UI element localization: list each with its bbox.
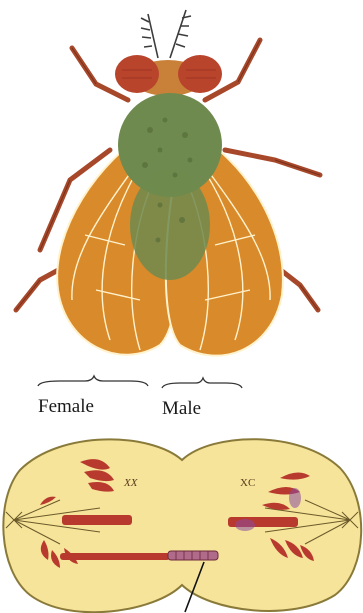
bracket-female [38, 376, 148, 386]
fly-head [115, 55, 222, 96]
label-female: Female [38, 396, 94, 418]
dividing-cell: XX XC [3, 439, 361, 612]
fly-eye-left [115, 55, 159, 93]
label-xx: XX [123, 477, 139, 489]
label-xc: XC [240, 477, 255, 489]
fly-eye-right [178, 55, 222, 93]
bracket-male [162, 378, 242, 388]
fly-antennae [141, 10, 191, 58]
caption-brackets [38, 376, 242, 388]
label-male: Male [162, 398, 201, 420]
fly-abdomen [130, 170, 210, 280]
fly [16, 10, 320, 356]
